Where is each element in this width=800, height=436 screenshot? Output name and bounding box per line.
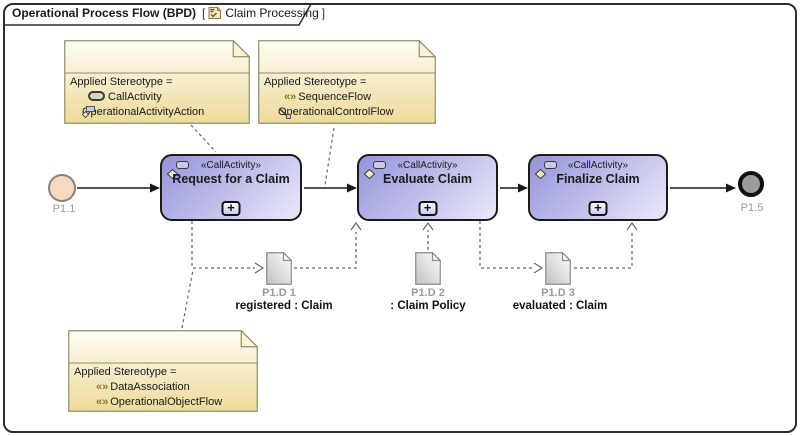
context-name: Claim Processing	[225, 6, 319, 20]
note-anchor-2[interactable]	[324, 127, 335, 186]
diagram-tab-edge	[3, 3, 312, 26]
bpd-diagram-icon	[208, 6, 223, 19]
note-item: «»OperationalObjectFlow	[96, 396, 222, 409]
data-object-id: P1.D 1	[262, 287, 296, 299]
note-item: «»DataAssociation	[96, 381, 190, 394]
stereotype-guillemets: «»	[96, 396, 109, 408]
data-association-task2-to-d3-arrow	[533, 262, 544, 274]
task-stereotype: «CallActivity»	[567, 160, 629, 171]
subprocess-expand-button[interactable]: +	[418, 201, 437, 216]
note-title: Applied Stereotype =	[74, 366, 177, 378]
note-item: CallActivity	[88, 91, 162, 104]
task-name: Finalize Claim	[556, 172, 640, 186]
note-sequenceflow-stereotypes[interactable]: Applied Stereotype = «»SequenceFlow Oper…	[258, 40, 436, 124]
diagram-title: Operational Process Flow (BPD)	[12, 6, 197, 20]
sequence-flow-start-to-task1-arrow	[150, 183, 160, 193]
sequence-flow-task1-to-task2-arrow	[347, 183, 357, 193]
task-evaluate-claim[interactable]: «CallActivity» Evaluate Claim +	[357, 154, 498, 221]
note-item: OperationalControlFlow	[278, 106, 394, 119]
callactivity-icon	[88, 91, 105, 101]
call-behavior-icon	[534, 161, 557, 180]
stereotype-guillemets: «»	[284, 91, 297, 103]
note-dataassociation-stereotypes[interactable]: Applied Stereotype = «»DataAssociation «…	[68, 330, 258, 412]
data-association-task1-to-d1-arrow	[254, 262, 265, 274]
task-stereotype: «CallActivity»	[200, 160, 262, 171]
context-bracket-open: [	[202, 6, 206, 20]
note-shape	[68, 330, 258, 412]
data-association-task2-to-d3[interactable]	[479, 221, 534, 269]
data-object-id: P1.D 3	[541, 287, 575, 299]
subprocess-expand-button[interactable]: +	[588, 201, 608, 216]
note-item: OperationalActivityAction	[82, 106, 204, 119]
sequence-flow-task2-to-task3-arrow	[518, 183, 528, 193]
start-event[interactable]	[48, 174, 76, 202]
note-item-text: OperationalObjectFlow	[110, 396, 223, 408]
call-behavior-icon	[166, 161, 189, 180]
document-icon	[415, 251, 442, 285]
activity-action-icon	[82, 106, 95, 119]
note-item-text: OperationalControlFlow	[278, 106, 394, 118]
note-item-text: OperationalActivityAction	[82, 106, 205, 118]
data-association-d2-to-task2-arrow	[422, 221, 434, 231]
data-association-d1-to-task2[interactable]	[294, 232, 357, 269]
note-shape	[258, 40, 436, 124]
data-object-evaluated-claim[interactable]	[545, 251, 572, 285]
note-anchor-1[interactable]	[190, 124, 217, 153]
control-flow-icon	[279, 108, 291, 119]
data-association-task1-to-d1[interactable]	[191, 221, 255, 269]
data-object-registered-claim[interactable]	[266, 251, 293, 285]
start-event-label: P1.1	[52, 203, 76, 215]
data-object-name: : Claim Policy	[390, 300, 466, 312]
end-event-label: P1.5	[740, 202, 764, 214]
diagram-frame	[3, 3, 797, 433]
document-icon	[545, 251, 572, 285]
data-object-name: evaluated : Claim	[512, 300, 608, 312]
call-behavior-icon	[363, 161, 386, 180]
task-stereotype: «CallActivity»	[397, 160, 458, 171]
note-shape	[64, 40, 250, 124]
note-item: «»SequenceFlow	[284, 91, 371, 104]
task-name: Request for a Claim	[172, 172, 290, 186]
note-item-text: SequenceFlow	[298, 91, 372, 103]
data-object-name: registered : Claim	[235, 300, 333, 312]
stereotype-guillemets: «»	[96, 381, 109, 393]
data-association-d1-to-task2-arrow	[350, 221, 362, 231]
diagram-title-bar: Operational Process Flow (BPD) [ Claim Pr…	[12, 6, 325, 20]
task-name: Evaluate Claim	[383, 172, 472, 186]
note-item-text: DataAssociation	[110, 381, 190, 393]
note-anchor-3[interactable]	[181, 269, 194, 329]
sequence-flow-task3-to-end-arrow	[726, 183, 736, 193]
end-event[interactable]	[738, 171, 764, 197]
subprocess-expand-button[interactable]: +	[221, 201, 241, 216]
data-object-claim-policy[interactable]	[415, 251, 442, 285]
context-bracket-close: ]	[321, 6, 326, 20]
data-object-id: P1.D 2	[411, 287, 445, 299]
task-request-for-a-claim[interactable]: «CallActivity» Request for a Claim +	[160, 154, 302, 221]
data-association-d3-to-task3-arrow	[626, 221, 638, 231]
task-finalize-claim[interactable]: «CallActivity» Finalize Claim +	[528, 154, 668, 221]
document-icon	[266, 251, 293, 285]
note-title: Applied Stereotype =	[264, 76, 367, 88]
note-callactivity-stereotypes[interactable]: Applied Stereotype = CallActivity Operat…	[64, 40, 250, 124]
note-title: Applied Stereotype =	[70, 76, 173, 88]
note-item-text: CallActivity	[108, 91, 162, 103]
data-association-d3-to-task3[interactable]	[574, 231, 633, 269]
